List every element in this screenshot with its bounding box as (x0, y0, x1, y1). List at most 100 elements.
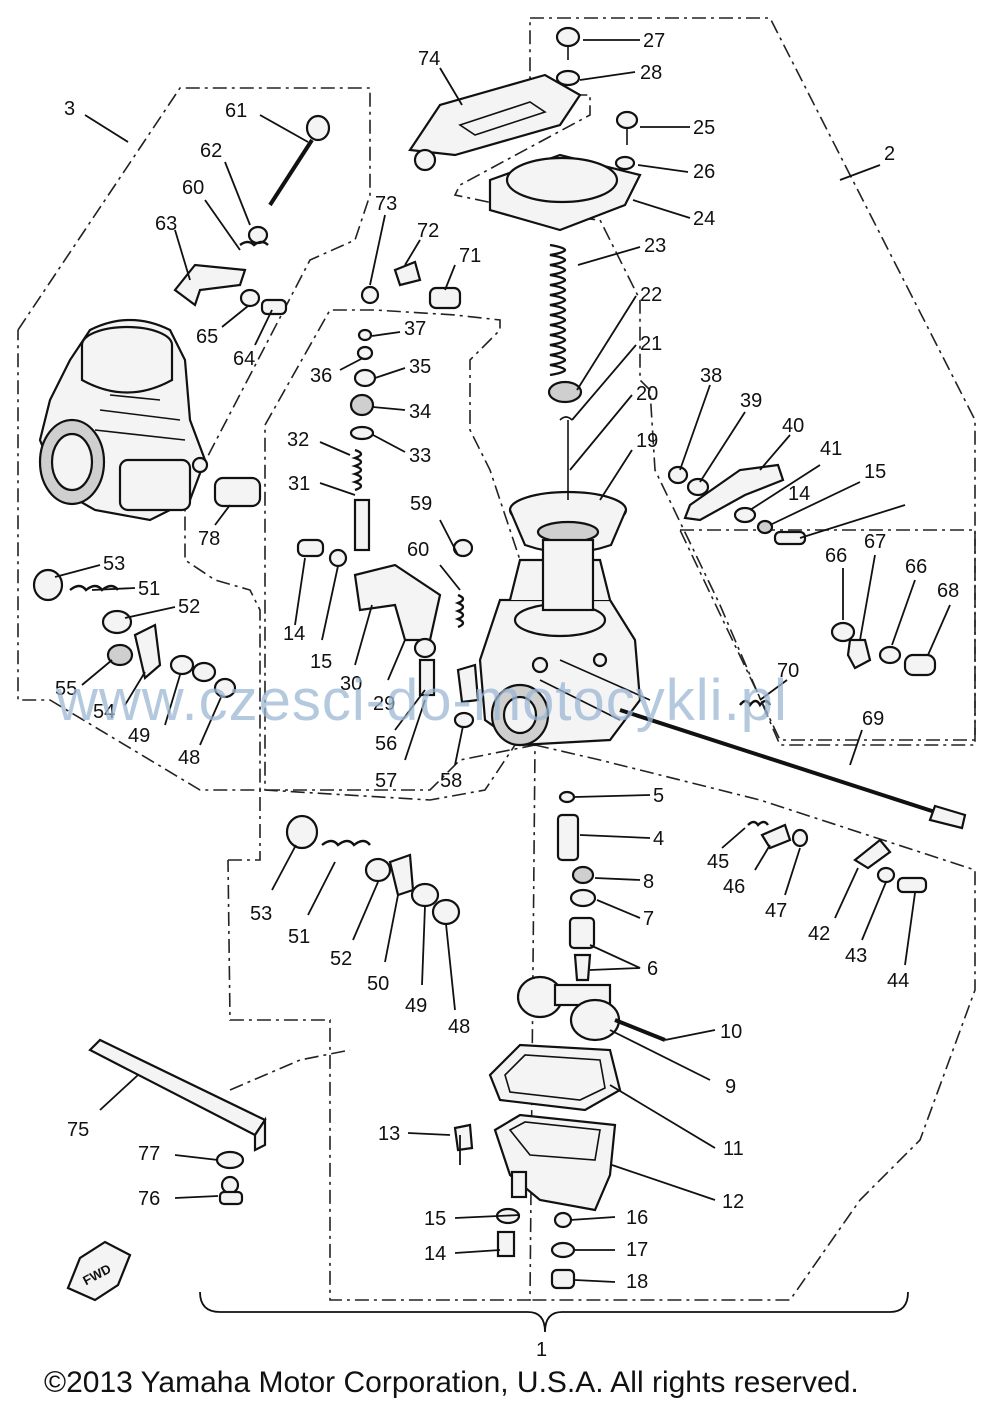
callout-49b: 49 (405, 995, 427, 1017)
callout-75: 75 (67, 1119, 89, 1141)
callout-44: 44 (887, 970, 909, 992)
callout-14a: 14 (788, 483, 810, 505)
callout-59: 59 (410, 493, 432, 515)
callout-52b: 52 (330, 948, 352, 970)
callout-17: 17 (626, 1239, 648, 1261)
callout-50: 50 (367, 973, 389, 995)
callout-6: 6 (647, 958, 658, 980)
callout-66b: 66 (905, 556, 927, 578)
throttle-lever-illustration (667, 463, 807, 546)
top-cover-illustration (488, 153, 642, 421)
callout-73: 73 (375, 193, 397, 215)
bracket-item-1 (199, 1291, 909, 1333)
callout-48b: 48 (448, 1016, 470, 1038)
callout-24: 24 (693, 208, 715, 230)
callout-56: 56 (375, 733, 397, 755)
callout-78: 78 (198, 528, 220, 550)
callout-30: 30 (340, 673, 362, 695)
callout-60b: 60 (182, 177, 204, 199)
callout-12: 12 (722, 1191, 744, 1213)
float-bowl-illustration (453, 1043, 622, 1290)
callout-41: 41 (820, 438, 842, 460)
leader-lines (54, 39, 951, 1283)
callout-21: 21 (640, 333, 662, 355)
watermark-text: www.czesci-do-motocykli.pl (55, 668, 788, 733)
callout-28: 28 (640, 62, 662, 84)
callout-4: 4 (653, 828, 664, 850)
callout-42: 42 (808, 923, 830, 945)
callout-31: 31 (288, 473, 310, 495)
callout-18: 18 (626, 1271, 648, 1293)
callout-10: 10 (720, 1021, 742, 1043)
screws-upper-illustration (555, 26, 639, 171)
callout-77: 77 (138, 1143, 160, 1165)
callout-48a: 48 (178, 747, 200, 769)
fwd-arrow-icon: FWD (66, 1240, 132, 1302)
callout-labels: 1 2 3 4 5 6 7 8 9 10 11 12 13 14 14 14 1… (55, 30, 959, 1361)
callout-60a: 60 (407, 539, 429, 561)
callout-5: 5 (653, 785, 664, 807)
callout-55: 55 (55, 678, 77, 700)
callout-27: 27 (643, 30, 665, 52)
callout-15c: 15 (424, 1208, 446, 1230)
callout-45: 45 (707, 851, 729, 873)
choke-parts-illustration (296, 328, 480, 729)
callout-72: 72 (417, 220, 439, 242)
callout-51b: 51 (288, 926, 310, 948)
bracket-74-illustration (408, 73, 582, 172)
callout-15a: 15 (864, 461, 886, 483)
callout-15b: 15 (310, 651, 332, 673)
callout-16: 16 (626, 1207, 648, 1229)
callout-8: 8 (643, 871, 654, 893)
callout-71: 71 (459, 245, 481, 267)
callout-14c: 14 (424, 1243, 446, 1265)
linkage-parts-illustration (747, 820, 928, 894)
callout-32: 32 (287, 429, 309, 451)
callout-11: 11 (723, 1138, 744, 1160)
callout-64: 64 (233, 348, 255, 370)
callout-7: 7 (643, 908, 654, 930)
callout-23: 23 (644, 235, 666, 257)
callout-74: 74 (418, 48, 440, 70)
callout-52a: 52 (178, 596, 200, 618)
carburetor-assembly-illustration (38, 318, 209, 522)
accelerator-pump-center-illustration (285, 814, 461, 926)
callout-14b: 14 (283, 623, 305, 645)
idle-screw-illustration (173, 114, 462, 508)
callout-9: 9 (725, 1076, 736, 1098)
callout-58: 58 (440, 770, 462, 792)
callout-54: 54 (93, 701, 115, 723)
callout-36: 36 (310, 365, 332, 387)
callout-70: 70 (777, 660, 799, 682)
callout-65: 65 (196, 326, 218, 348)
callout-1: 1 (536, 1339, 547, 1361)
callout-29: 29 (373, 693, 395, 715)
mounting-plate-illustration (88, 1038, 267, 1206)
callout-57: 57 (375, 770, 397, 792)
shaft-parts-illustration (619, 621, 967, 830)
callout-69: 69 (862, 708, 884, 730)
callout-19: 19 (636, 430, 658, 452)
callout-76: 76 (138, 1188, 160, 1210)
diaphragm-illustration (508, 420, 628, 612)
callout-40: 40 (782, 415, 804, 437)
callout-33: 33 (409, 445, 431, 467)
callout-62: 62 (200, 140, 222, 162)
callout-35: 35 (409, 356, 431, 378)
callout-26: 26 (693, 161, 715, 183)
callout-20: 20 (636, 383, 658, 405)
callout-43: 43 (845, 945, 867, 967)
callout-51a: 51 (138, 578, 160, 600)
callout-39: 39 (740, 390, 762, 412)
callout-13: 13 (378, 1123, 400, 1145)
callout-63: 63 (155, 213, 177, 235)
callout-49a: 49 (128, 725, 150, 747)
callout-38: 38 (700, 365, 722, 387)
callout-46: 46 (723, 876, 745, 898)
callout-2: 2 (884, 143, 895, 165)
callout-61: 61 (225, 100, 247, 122)
callout-47: 47 (765, 900, 787, 922)
callout-3: 3 (64, 98, 75, 120)
callout-25: 25 (693, 117, 715, 139)
